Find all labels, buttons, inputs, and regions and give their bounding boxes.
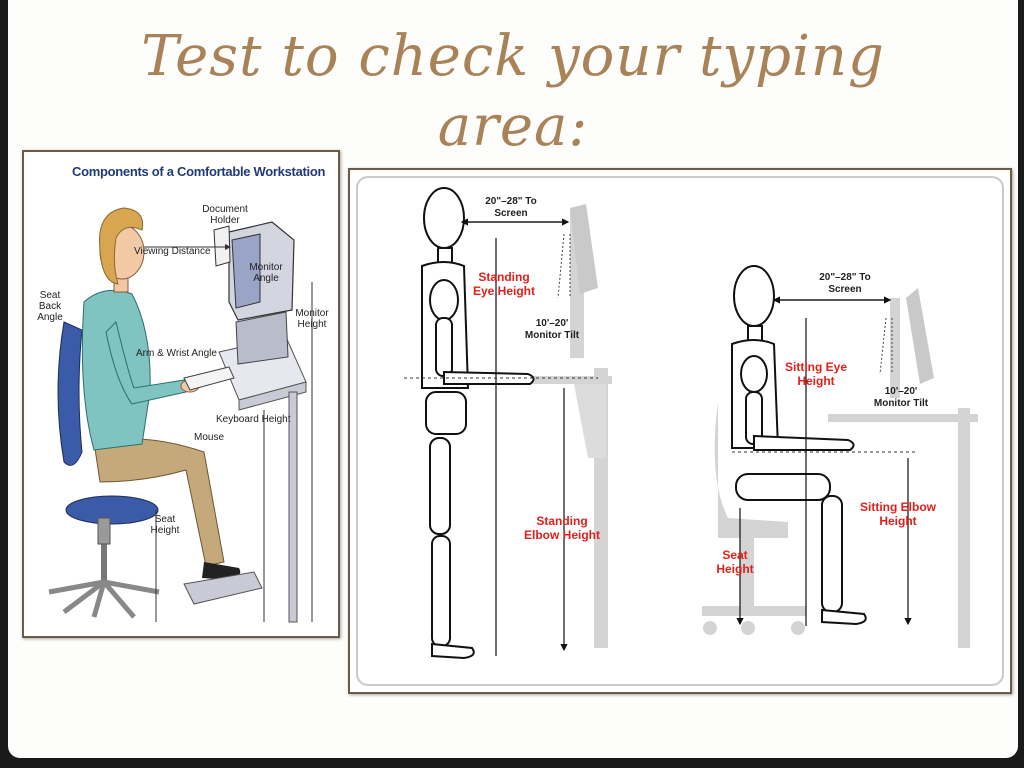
ergonomic-heights-frame: 20"–28" To Screen Standing Eye Height 10… bbox=[356, 176, 1004, 686]
label-monitor-angle: Monitor Angle bbox=[249, 262, 283, 284]
workstation-illustration bbox=[48, 207, 313, 623]
sitting-eye-height: Sitting Eye Height bbox=[784, 360, 847, 388]
label-arm-wrist-angle: Arm & Wrist Angle bbox=[136, 348, 217, 359]
mannequin-illustration bbox=[404, 187, 978, 660]
standing-screen-distance: 20"–28" To Screen bbox=[485, 196, 537, 219]
sitting-screen-distance: 20"–28" To Screen bbox=[819, 272, 871, 295]
label-keyboard-height: Keyboard Height bbox=[216, 414, 291, 425]
label-seat-back-angle: Seat Back Angle bbox=[37, 290, 63, 323]
slide: Test to check your typing area: Componen… bbox=[8, 0, 1018, 758]
sitting-seat-height: Seat Height bbox=[716, 548, 754, 576]
label-seat-height: Seat Height bbox=[150, 514, 180, 536]
standing-eye-height: Standing Eye Height bbox=[472, 270, 535, 298]
sitting-elbow-height: Sitting Elbow Height bbox=[860, 500, 936, 528]
slide-title-line-2: area: bbox=[437, 94, 589, 159]
workstation-heading: Components of a Comfortable Workstation bbox=[72, 164, 326, 179]
label-mouse: Mouse bbox=[194, 432, 225, 443]
label-document-holder: Document Holder bbox=[202, 204, 248, 226]
standing-monitor-tilt: 10'–20' Monitor Tilt bbox=[524, 318, 580, 341]
label-viewing-distance: Viewing Distance bbox=[134, 246, 211, 257]
ergonomic-heights-image: 20"–28" To Screen Standing Eye Height 10… bbox=[348, 168, 1012, 694]
workstation-components-image: Components of a Comfortable Workstation bbox=[22, 150, 340, 638]
slide-title-line-1: Test to check your typing bbox=[141, 24, 885, 89]
label-monitor-height: Monitor Height bbox=[295, 308, 329, 330]
sitting-monitor-tilt: 10'–20' Monitor Tilt bbox=[873, 386, 929, 409]
slide-title: Test to check your typing area: bbox=[8, 22, 1018, 162]
standing-elbow-height: Standing Elbow Height bbox=[524, 514, 600, 542]
